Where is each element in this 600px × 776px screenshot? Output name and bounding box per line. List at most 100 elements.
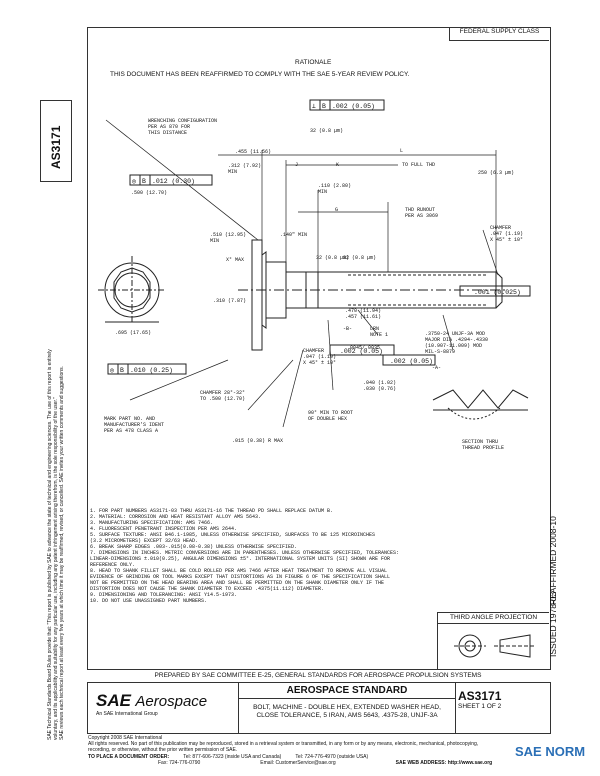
callout-major-dia: MAJOR DIA .4294-.4330 bbox=[425, 337, 489, 343]
title-center: AEROSPACE STANDARD BOLT, MACHINE - DOUBL… bbox=[238, 683, 456, 733]
standard-heading: AEROSPACE STANDARD bbox=[239, 683, 455, 699]
footer-email: Email: CustomerService@sae.org bbox=[260, 760, 336, 766]
callout-wrench-1: WRENCHING CONFIGURATION bbox=[148, 118, 218, 124]
note-9: 9. DIMENSIONING AND TOLERANCING: ANSI Y1… bbox=[90, 592, 238, 598]
callout-mark-part: MARK PART NO. AND bbox=[104, 416, 156, 422]
fcf-top-value: .002 (0.05) bbox=[332, 103, 375, 110]
bolt-drawing: ⊥ B .002 (0.05) ◎ B .012 (0.30) ◎ B .010… bbox=[98, 99, 531, 428]
fcf-top-perp-symbol: ⊥ bbox=[312, 103, 316, 110]
callout-double-hex: OF DOUBLE HEX bbox=[308, 416, 348, 422]
callout-chamfer-1: CHAMFER bbox=[490, 225, 512, 231]
fcf-bottom-datum: B bbox=[120, 367, 124, 374]
feature-control-frames: ⊥ B .002 (0.05) ◎ B .012 (0.30) ◎ B .010… bbox=[107, 99, 531, 375]
callout-dim-110: .110 (2.80) bbox=[318, 183, 352, 189]
callout-major-dia-metric: (10.907-11.009) MOD bbox=[425, 343, 483, 349]
watermark-brand: SAE NORM bbox=[515, 744, 586, 759]
projection-title: THIRD ANGLE PROJECTION bbox=[438, 613, 549, 624]
callout-chamfer-28: CHAMFER 28°-32° bbox=[200, 390, 246, 396]
drawing-frame bbox=[87, 27, 551, 670]
callout-dim-312: .312 (7.92) bbox=[228, 163, 262, 169]
federal-supply-class-box: FEDERAL SUPPLY CLASS bbox=[449, 28, 549, 41]
title-doc-number: AS3171 bbox=[458, 689, 502, 703]
callout-dim-040: .040 (1.02) bbox=[363, 380, 397, 386]
note-7-cont2: REFERENCE ONLY. bbox=[90, 562, 136, 568]
fcf-b1-value: .002 (0.05) bbox=[340, 348, 383, 355]
fcf-bottom-value: .010 (0.25) bbox=[130, 367, 173, 374]
notes-list: 1. FOR PART NUMBERS AS3171-03 THRU AS317… bbox=[90, 508, 545, 604]
fcf-bottom-circ-symbol: ◎ bbox=[110, 367, 114, 374]
dimension-lines bbox=[105, 119, 499, 428]
callout-dim-457: .457 (11.61) bbox=[345, 314, 382, 320]
description-line1: BOLT, MACHINE - DOUBLE HEX, EXTENDED WAS… bbox=[253, 704, 441, 711]
callout-thread-spec: .3750-24 UNJF-3A MOD bbox=[425, 331, 486, 337]
fcf-left-circ-symbol: ◎ bbox=[132, 178, 136, 185]
note-8-cont3: DISTORTION DOES NOT CAUSE THE SHANK DIAM… bbox=[90, 586, 325, 592]
doc-number-vertical: AS3171 bbox=[49, 125, 63, 169]
hex-head-end-view bbox=[98, 256, 166, 324]
fcf-top-datum: B bbox=[322, 103, 326, 110]
callout-k: K bbox=[336, 162, 340, 168]
callout-g: G bbox=[335, 207, 339, 213]
footer-copyright: Copyright 2008 SAE International bbox=[88, 735, 163, 741]
footer-contact-row: TO PLACE A DOCUMENT ORDER: Tel: 877-606-… bbox=[88, 754, 548, 760]
callout-note-1: NOTE 1 bbox=[370, 332, 389, 338]
callout-surface-250: 250 (6.3 µm) bbox=[478, 170, 515, 176]
callout-dim-310: .310 (7.87) bbox=[213, 298, 247, 304]
note-1: 1. FOR PART NUMBERS AS3171-03 THRU AS317… bbox=[90, 508, 334, 514]
callout-per-as3069: PER AS 3069 bbox=[405, 213, 439, 219]
callout-dim-510: .510 (12.95) bbox=[210, 232, 247, 238]
footer-tel: Tel: 877-606-7323 (inside USA and Canada… bbox=[183, 754, 282, 760]
sae-logo-tagline: An SAE International Group bbox=[96, 711, 158, 717]
fcf-b2-value: .002 (0.05) bbox=[390, 358, 433, 365]
callout-wrench-2: PER AS 870 FOR bbox=[148, 124, 191, 130]
title-right: AS3171 SHEET 1 OF 2 bbox=[458, 689, 548, 711]
note-2: 2. MATERIAL: CORROSION AND HEAT RESISTAN… bbox=[90, 514, 262, 520]
title-block: SAE Aerospace An SAE International Group… bbox=[87, 682, 551, 734]
fcf-left-value: .012 (0.30) bbox=[152, 178, 195, 185]
rationale-label: RATIONALE bbox=[295, 59, 332, 66]
thread-profile-section bbox=[432, 389, 529, 420]
callout-l: L bbox=[400, 148, 404, 154]
callout-chamfer-2-angle: X 45° ± 10° bbox=[303, 360, 337, 366]
note-7-cont: LINEAR-DIMENSIONS ±.010(0.25), ANGULAR D… bbox=[90, 556, 391, 562]
callout-dim-0045: .0045/.0035 bbox=[347, 345, 381, 351]
callout-min-2: MIN bbox=[318, 189, 328, 195]
sheet-number: SHEET 1 OF 2 bbox=[458, 703, 502, 710]
note-8-cont: EVIDENCE OF GRINDING OR TOOL MARKS EXCEP… bbox=[90, 574, 391, 580]
reaffirm-statement: THIS DOCUMENT HAS BEEN REAFFIRMED TO COM… bbox=[110, 71, 410, 78]
callout-j: J bbox=[295, 162, 299, 168]
callout-surface-32a: 32 (0.8 µm) bbox=[310, 128, 344, 134]
callout-dim-470: .470 (11.94) bbox=[345, 308, 382, 314]
sae-norm-watermark: SAE NORM bbox=[515, 744, 585, 759]
callout-mil-s-8879: MIL-S-8879 bbox=[425, 349, 456, 355]
sae-logo: SAE Aerospace An SAE International Group bbox=[96, 691, 226, 717]
footer-rights: All rights reserved. No part of this pub… bbox=[88, 741, 479, 747]
note-4: 4. FLUORESCENT PENETRANT INSPECTION PER … bbox=[90, 526, 238, 532]
callout-thread-profile: THREAD PROFILE bbox=[462, 445, 505, 451]
side-notice-line3: SAE reviews each technical report at lea… bbox=[59, 366, 65, 740]
callout-mark-mfr: MANUFACTURER'S IDENT bbox=[104, 422, 165, 428]
sae-logo-aerospace: Aerospace bbox=[135, 693, 208, 710]
callout-chamfer-28-to: TO .500 (12.70) bbox=[200, 396, 246, 402]
note-10: 10. DO NOT USE UNASSIGNED PART NUMBERS. bbox=[90, 598, 208, 604]
doc-number-tab: AS3171 bbox=[40, 100, 72, 182]
footer-tel2: Tel: 724-776-4970 (outside USA) bbox=[295, 754, 369, 760]
bolt-side-view bbox=[238, 239, 508, 351]
note-5: 5. SURFACE TEXTURE: ANSI B46.1-1985, UNL… bbox=[90, 532, 376, 538]
callout-dim-695: .695 (17.65) bbox=[115, 330, 152, 336]
footer-fax: Fax: 724-776-0790 bbox=[158, 760, 201, 766]
fcf-c-value: .001 (0.025) bbox=[474, 289, 521, 296]
callout-dim-455: .455 (11.56) bbox=[235, 149, 272, 155]
note-3: 3. MANUFACTURING SPECIFICATION: AMS 7466… bbox=[90, 520, 214, 526]
callout-x-max: X° MAX bbox=[226, 257, 245, 263]
callout-datum-a: -A- bbox=[432, 365, 442, 371]
footer-contact-row2: Fax: 724-776-0790 Email: CustomerService… bbox=[88, 760, 548, 766]
projection-symbol bbox=[454, 633, 536, 658]
callout-min-3: MIN bbox=[210, 238, 220, 244]
description-line2: CLOSE TOLERANCE, 5 IRAN, AMS 5643, .4375… bbox=[256, 711, 438, 719]
callout-chamfer-1-dim: .047 (1.19) bbox=[490, 231, 524, 237]
callout-chamfer-2-dim: .047 (1.19) bbox=[303, 354, 337, 360]
callout-chamfer-1-angle: X 45° ± 10° bbox=[490, 237, 524, 243]
note-7: 7. DIMENSIONS IN INCHES. METRIC CONVERSI… bbox=[90, 550, 400, 556]
callout-surface-32b: 32 (0.8 µm) bbox=[343, 255, 377, 261]
